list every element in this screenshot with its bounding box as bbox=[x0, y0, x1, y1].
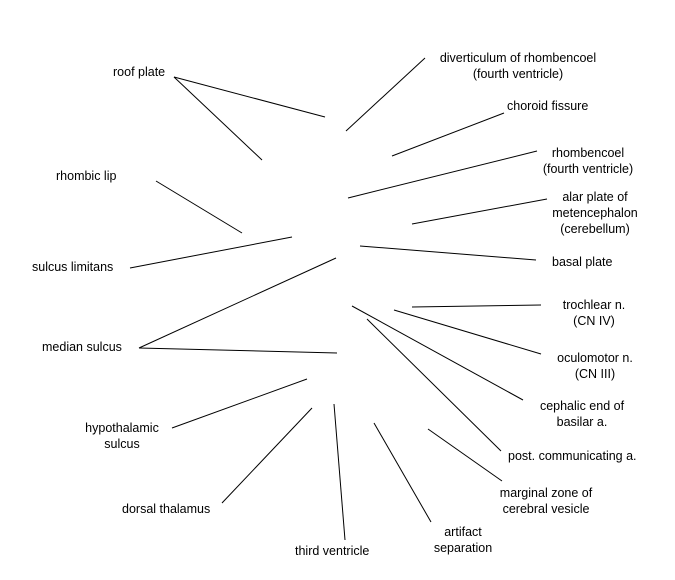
label-marginal-zone-line2: cerebral vesicle bbox=[502, 502, 590, 516]
label-dorsal-thalamus-text: dorsal thalamus bbox=[122, 502, 211, 516]
label-trochlear: trochlear n. (CN IV) bbox=[544, 297, 644, 329]
label-median-sulcus-text: median sulcus bbox=[42, 340, 122, 354]
label-dorsal-thalamus: dorsal thalamus bbox=[122, 501, 210, 517]
label-rhombencoel-line2: (fourth ventricle) bbox=[542, 162, 634, 176]
label-oculomotor-line1: oculomotor n. bbox=[557, 351, 633, 365]
label-choroid-fissure-text: choroid fissure bbox=[507, 99, 589, 113]
leader-marginal-zone bbox=[427, 428, 503, 482]
label-hypothalamic-sulcus-line1: hypothalamic bbox=[85, 421, 159, 435]
leader-trochlear bbox=[411, 304, 542, 308]
leader-median-sulcus-b bbox=[138, 347, 338, 354]
leader-cephalic-basilar bbox=[351, 305, 524, 401]
label-cephalic-basilar-line1: cephalic end of bbox=[539, 399, 625, 413]
label-trochlear-line2: (CN IV) bbox=[573, 314, 615, 328]
label-post-communicating-text: post. communicating a. bbox=[508, 449, 637, 463]
label-alar-plate-line1: alar plate of bbox=[562, 190, 628, 204]
label-rhombic-lip-text: rhombic lip bbox=[56, 169, 117, 183]
label-rhombencoel-line1: rhombencoel bbox=[551, 146, 625, 160]
label-alar-plate-line2: metencephalon bbox=[552, 206, 638, 220]
label-diverticulum-line2: (fourth ventricle) bbox=[472, 67, 564, 81]
label-artifact-separation-line1: artifact bbox=[444, 525, 482, 539]
leader-rhombencoel bbox=[347, 150, 538, 199]
leader-diverticulum bbox=[345, 57, 426, 132]
leader-roof-plate-b bbox=[173, 76, 263, 161]
leader-oculomotor bbox=[393, 309, 542, 355]
label-diverticulum: diverticulum of rhombencoel (fourth vent… bbox=[425, 50, 611, 82]
label-hypothalamic-sulcus-line2: sulcus bbox=[104, 437, 140, 451]
leader-alar-plate bbox=[411, 198, 548, 225]
label-diverticulum-line1: diverticulum of rhombencoel bbox=[439, 51, 597, 65]
label-cephalic-basilar: cephalic end of basilar a. bbox=[522, 398, 642, 430]
label-trochlear-line1: trochlear n. bbox=[562, 298, 626, 312]
leader-basal-plate bbox=[359, 245, 537, 261]
leader-dorsal-thalamus bbox=[221, 407, 313, 504]
label-post-communicating: post. communicating a. bbox=[508, 448, 637, 464]
label-choroid-fissure: choroid fissure bbox=[507, 98, 588, 114]
label-third-ventricle: third ventricle bbox=[295, 543, 369, 559]
label-median-sulcus: median sulcus bbox=[42, 339, 122, 355]
label-sulcus-limitans-text: sulcus limitans bbox=[32, 260, 114, 274]
label-rhombic-lip: rhombic lip bbox=[56, 168, 116, 184]
label-artifact-separation-line2: separation bbox=[433, 541, 493, 555]
leader-post-communicating bbox=[366, 318, 502, 452]
label-alar-plate: alar plate of metencephalon (cerebellum) bbox=[540, 189, 650, 237]
leader-sulcus-limitans bbox=[129, 236, 293, 269]
leader-hypothalamic-sulcus bbox=[171, 378, 308, 429]
label-third-ventricle-text: third ventricle bbox=[295, 544, 370, 558]
label-marginal-zone-line1: marginal zone of bbox=[499, 486, 593, 500]
leader-third-ventricle bbox=[333, 403, 346, 541]
label-cephalic-basilar-line2: basilar a. bbox=[556, 415, 608, 429]
label-roof-plate-text: roof plate bbox=[113, 65, 166, 79]
label-alar-plate-line3: (cerebellum) bbox=[560, 222, 630, 236]
label-roof-plate: roof plate bbox=[113, 64, 165, 80]
leader-rhombic-lip bbox=[155, 180, 243, 234]
label-hypothalamic-sulcus: hypothalamic sulcus bbox=[76, 420, 168, 452]
label-basal-plate-text: basal plate bbox=[552, 255, 613, 269]
label-oculomotor: oculomotor n. (CN III) bbox=[540, 350, 650, 382]
leader-artifact-separation bbox=[373, 422, 432, 523]
leader-median-sulcus-a bbox=[138, 257, 337, 349]
label-marginal-zone: marginal zone of cerebral vesicle bbox=[480, 485, 612, 517]
label-artifact-separation: artifact separation bbox=[416, 524, 510, 556]
label-oculomotor-line2: (CN III) bbox=[574, 367, 616, 381]
label-rhombencoel: rhombencoel (fourth ventricle) bbox=[527, 145, 649, 177]
leader-roof-plate-a bbox=[173, 76, 326, 118]
leader-choroid-fissure bbox=[391, 112, 505, 157]
label-sulcus-limitans: sulcus limitans bbox=[32, 259, 113, 275]
label-basal-plate: basal plate bbox=[552, 254, 612, 270]
